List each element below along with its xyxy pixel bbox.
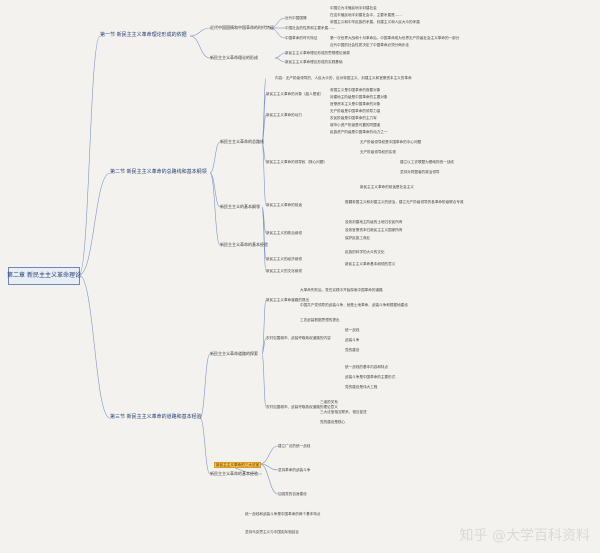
connector-line bbox=[261, 141, 267, 163]
s3-leaf: 武装斗争 bbox=[345, 338, 360, 342]
s2-leaf: 坚持对同盟者的政治领导 bbox=[400, 170, 440, 174]
s2-leaf: 保护民族工商业 bbox=[345, 236, 371, 240]
connector-line bbox=[261, 141, 267, 206]
s3-branch-1[interactable]: 新民主主义革命道路的探索 bbox=[210, 351, 258, 356]
connector-line bbox=[261, 337, 267, 355]
s3-highlight-node[interactable]: 新民主主义革命的三大法宝 bbox=[214, 462, 262, 469]
s3-leaf: 统一战线和武装斗争是中国革命的两个基本特点 bbox=[245, 512, 321, 516]
s2-leaf: 推翻帝国主义和封建主义的统治，建立无产阶级领导的各革命阶级联合专政 bbox=[345, 200, 464, 204]
s3-leaf: 大革命失败后，党在实践中开始探索中国革命的道路 bbox=[300, 288, 383, 292]
s3-leaf: 坚持马克思主义与中国实际相结合 bbox=[245, 530, 299, 534]
connector-line bbox=[261, 93, 267, 143]
section-1-node[interactable]: 第一节 新民主主义革命理论形成的依据 bbox=[100, 32, 187, 38]
connector-line bbox=[269, 27, 286, 39]
s1-leaf: 帝国主义和中华民族的矛盾，封建主义和人民大众的矛盾 bbox=[330, 20, 420, 24]
s1-leaf: 在这半殖民地半封建社会中，主要矛盾是…… bbox=[330, 13, 402, 17]
s2-item[interactable]: 新民主主义革命的前途 bbox=[266, 203, 302, 207]
connector-line bbox=[78, 172, 111, 276]
s3-leaf: 三大法宝相互联系、相互促进 bbox=[320, 410, 367, 414]
connector-line bbox=[78, 274, 111, 419]
connector-line bbox=[261, 353, 267, 408]
connector-line bbox=[199, 353, 211, 419]
s2-leaf: 民族资产阶级是中国革命的动力之一 bbox=[330, 130, 388, 134]
s1-item[interactable]: 新民主主义革命理论形成的实践基础 bbox=[285, 60, 343, 64]
connector-line bbox=[209, 141, 221, 174]
s2-branch-1[interactable]: 新民主主义革命的总路线 bbox=[220, 139, 264, 144]
s1-item[interactable]: 近代中国国情 bbox=[285, 16, 307, 20]
s1-item[interactable]: 中国革命的时代特征 bbox=[285, 36, 318, 40]
s2-leaf: 封建地主阶级是中国革命的主要对象 bbox=[330, 95, 388, 99]
s3-leaf: 武装斗争是中国革命的主要形式 bbox=[345, 375, 396, 379]
s3-leaf: 党的建设是伟大工程 bbox=[345, 385, 378, 389]
connector-line bbox=[189, 27, 211, 37]
s2-item[interactable]: 新民主主义的经济纲领 bbox=[266, 257, 302, 261]
s3-branch-2[interactable]: 新民主主义革命的基本经验 bbox=[210, 471, 258, 476]
s2-leaf: 建立以工农联盟为基础的统一战线 bbox=[400, 160, 454, 164]
connector-line bbox=[274, 57, 286, 63]
s2-leaf: 无产阶级领导权是中国革命的中心问题 bbox=[360, 140, 422, 144]
connector-line bbox=[209, 172, 221, 208]
s2-item[interactable]: 新民主主义的文化纲领 bbox=[266, 269, 302, 273]
connector-line bbox=[259, 463, 279, 495]
s1-leaf: 中国沦为半殖民地半封建社会 bbox=[330, 6, 377, 10]
s2-leaf: 无产阶级领导权的实现 bbox=[360, 150, 396, 154]
s3-leaf: 统一战线 bbox=[345, 328, 360, 332]
s2-item[interactable]: 新民主主义革命的对象（敌人是谁） bbox=[266, 92, 324, 96]
s2-branch-3[interactable]: 新民主主义革命的基本经验 bbox=[220, 242, 268, 247]
connector-line bbox=[261, 77, 267, 143]
s2-leaf: 城市小资产阶级是可靠的同盟者 bbox=[330, 123, 381, 127]
connector-line bbox=[261, 114, 267, 143]
connector-line bbox=[209, 172, 221, 246]
s3-leaf: 三者的关系 bbox=[320, 400, 338, 404]
s1-branch-2[interactable]: 新民主主义革命理论的形成 bbox=[210, 55, 258, 60]
s2-leaf: 没收封建地主阶级的土地归农民所有 bbox=[345, 220, 403, 224]
s3-item[interactable]: 建立广泛的统一战线 bbox=[278, 444, 311, 448]
s3-item[interactable]: 农村包围城市、武装夺取政权道路的内容 bbox=[266, 336, 331, 340]
s3-item[interactable]: 坚持革命的武装斗争 bbox=[278, 468, 311, 472]
connector-line bbox=[261, 206, 267, 272]
watermark: 知乎 @大学百科资料 bbox=[459, 528, 590, 544]
s2-leaf: 无产阶级是中国革命的领导力量 bbox=[330, 109, 381, 113]
connector-line bbox=[78, 35, 101, 276]
s2-leaf: 内容：无产阶级领导的，人民大众的，反对帝国主义、封建主义和官僚资本主义的革命 bbox=[275, 76, 412, 80]
s2-leaf: 没收官僚资本归新民主主义国家所有 bbox=[345, 228, 403, 232]
s1-leaf: 第一次世界大战和十月革命后，中国革命成为世界无产阶级社会主义革命的一部分 bbox=[330, 36, 460, 40]
s3-leaf: 中国共产党领导的武装斗争，就是土地革命、武装斗争和根据地建设 bbox=[300, 303, 408, 307]
s2-branch-2[interactable]: 新民主主义的基本纲领 bbox=[220, 204, 260, 209]
s3-leaf: 统一战线的基本内容和特点 bbox=[345, 365, 389, 369]
section-3-node[interactable]: 第三节 新民主主义革命的道路和基本经验 bbox=[110, 414, 202, 420]
connector-line bbox=[189, 35, 211, 59]
s1-branch-1[interactable]: 近代中国国情和中国革命的时代特征 bbox=[210, 25, 274, 30]
s1-leaf: 近代中国的社会性质决定了中国革命必须分两步走 bbox=[330, 43, 410, 47]
s1-item[interactable]: 新民主主义革命理论形成的思想理论渊源 bbox=[285, 51, 350, 55]
s2-leaf: 新民主主义革命基本纲领的意义 bbox=[345, 262, 396, 266]
connector-line bbox=[199, 417, 211, 475]
s2-leaf: 官僚资本主义是中国革命的对象 bbox=[330, 102, 381, 106]
s1-item[interactable]: 中国社会的性质和主要矛盾…… bbox=[285, 26, 336, 30]
s2-leaf: 帝国主义是中国革命的首要对象 bbox=[330, 88, 381, 92]
connector-line bbox=[259, 445, 279, 465]
s3-item[interactable]: 加强党的自身建设 bbox=[278, 492, 307, 496]
connector-line bbox=[261, 299, 267, 355]
s3-item[interactable]: 农村包围城市、武装夺取政权道路的理论意义 bbox=[266, 405, 338, 409]
s3-leaf: 党的建设是核心 bbox=[320, 420, 346, 424]
s3-leaf: 党的建设 bbox=[345, 348, 360, 352]
s2-leaf: 农民阶级是中国革命的主力军 bbox=[330, 116, 377, 120]
s2-item[interactable]: 新民主主义的政治纲领 bbox=[266, 231, 302, 235]
s2-leaf: 民族的科学的大众的文化 bbox=[345, 250, 385, 254]
s2-item[interactable]: 新民主主义革命的领导权（核心问题） bbox=[266, 160, 328, 164]
root-node[interactable]: 第二章 新民主主义革命理论 bbox=[7, 267, 81, 285]
section-2-node[interactable]: 第二节 新民主主义革命的总路线和基本纲领 bbox=[110, 169, 207, 175]
connector-line bbox=[274, 52, 286, 59]
s3-leaf: 工农武装割据思想的提出 bbox=[300, 318, 340, 322]
connector-line bbox=[259, 463, 279, 471]
s2-item[interactable]: 新民主主义革命的动力 bbox=[266, 113, 302, 117]
s3-item[interactable]: 新民主主义革命道路的提出 bbox=[266, 298, 310, 302]
s2-leaf: 新民主主义革命的前途是社会主义 bbox=[360, 185, 414, 189]
